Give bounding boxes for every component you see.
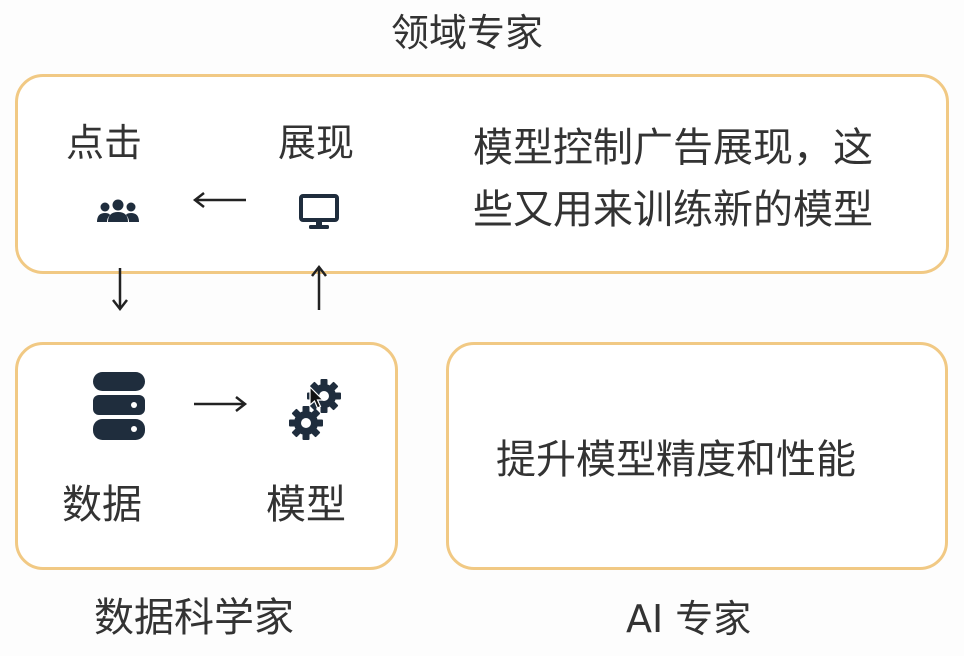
domain-expert-label: 领域专家 xyxy=(391,11,544,55)
arrow-click-to-data xyxy=(112,268,128,312)
ai-expert-label: AI 专家 xyxy=(626,597,752,641)
users-icon xyxy=(97,199,139,222)
monitor-icon xyxy=(299,194,339,229)
model-label: 模型 xyxy=(266,482,346,528)
database-icon xyxy=(93,372,145,440)
click-label: 点击 xyxy=(66,121,143,165)
ai-box-text: 提升模型精度和性能 xyxy=(496,437,856,483)
domain-expert-box xyxy=(15,74,949,274)
data-scientist-box xyxy=(15,342,398,570)
arrow-model-to-show xyxy=(311,264,327,310)
data-label: 数据 xyxy=(62,482,142,528)
top-box-description-line2: 些又用来训练新的模型 xyxy=(473,187,873,233)
arrow-data-to-model xyxy=(194,396,248,412)
show-label: 展现 xyxy=(278,121,355,165)
arrow-show-to-click xyxy=(192,192,246,208)
data-scientist-label: 数据科学家 xyxy=(94,595,294,641)
mouse-cursor-icon xyxy=(309,386,325,409)
top-box-description-line1: 模型控制广告展现，这 xyxy=(473,125,873,171)
ai-expert-box xyxy=(446,342,948,570)
